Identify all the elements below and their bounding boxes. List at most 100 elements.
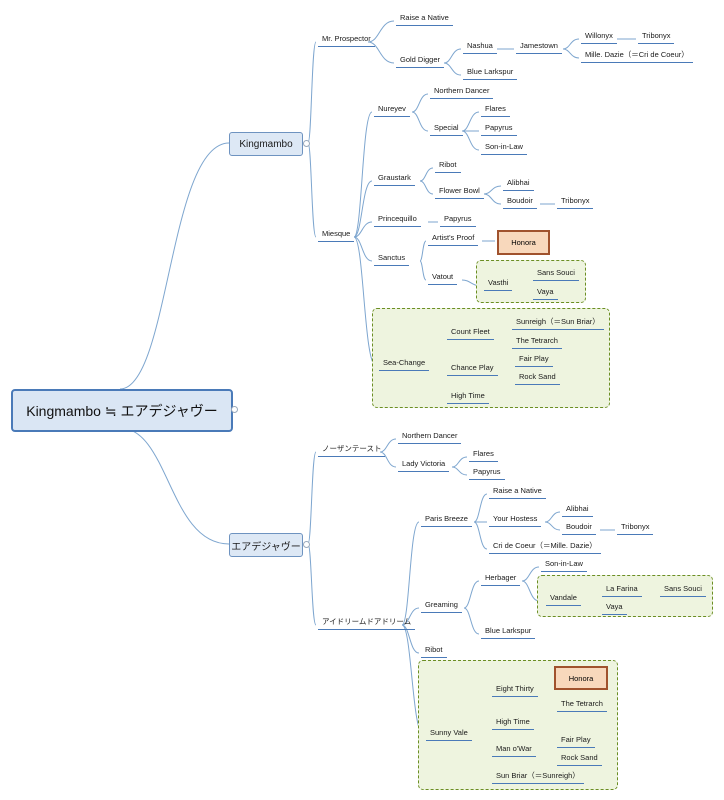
node-boudoir-2[interactable]: Boudoir bbox=[562, 522, 596, 535]
connector-line bbox=[353, 221, 373, 238]
connector-line bbox=[483, 193, 502, 205]
node-alibhai[interactable]: Alibhai bbox=[503, 178, 534, 191]
node-mr-prospector[interactable]: Mr. Prospector bbox=[318, 34, 375, 47]
node-vatout[interactable]: Vatout bbox=[428, 272, 458, 285]
node-jamestown[interactable]: Jamestown bbox=[516, 41, 562, 54]
node-count-fleet[interactable]: Count Fleet bbox=[447, 327, 494, 340]
node-rock-sand-2[interactable]: Rock Sand bbox=[557, 753, 602, 766]
node-princequillo[interactable]: Princequillo bbox=[374, 214, 421, 227]
node-papyrus[interactable]: Papyrus bbox=[481, 123, 517, 136]
node-flares-2[interactable]: Flares bbox=[469, 449, 498, 462]
node-nureyev[interactable]: Nureyev bbox=[374, 104, 410, 117]
connector-line bbox=[367, 20, 395, 43]
node-graustark[interactable]: Graustark bbox=[374, 173, 415, 186]
node-sea-change[interactable]: Sea-Change bbox=[379, 358, 430, 371]
node-vandale[interactable]: Vandale bbox=[546, 593, 581, 606]
node-the-tetrarch[interactable]: The Tetrarch bbox=[512, 336, 562, 349]
node-paris-breeze[interactable]: Paris Breeze bbox=[421, 514, 472, 527]
connector-line bbox=[411, 111, 429, 132]
node-flower-bowl[interactable]: Flower Bowl bbox=[435, 186, 484, 199]
node-fair-play-2[interactable]: Fair Play bbox=[557, 735, 595, 748]
node-tribonyx-3[interactable]: Tribonyx bbox=[617, 522, 654, 535]
node-air-dream[interactable]: アイドリームドアドリーム bbox=[318, 617, 416, 630]
node-lady-victoria[interactable]: Lady Victoria bbox=[398, 459, 450, 472]
node-greaming[interactable]: Greaming bbox=[421, 600, 462, 613]
node-raise-a-native-2[interactable]: Raise a Native bbox=[489, 486, 546, 499]
node-vasthi[interactable]: Vasthi bbox=[484, 278, 513, 291]
node-honora-highlight[interactable]: Honora bbox=[497, 230, 550, 255]
node-papyrus-2[interactable]: Papyrus bbox=[440, 214, 476, 227]
node-boudoir[interactable]: Boudoir bbox=[503, 196, 537, 209]
node-cri-de-coeur[interactable]: Cri de Coeur（＝Mille. Dazie） bbox=[489, 541, 601, 554]
node-your-hostess[interactable]: Your Hostess bbox=[489, 514, 542, 527]
node-chance-play[interactable]: Chance Play bbox=[447, 363, 498, 376]
connector-line bbox=[307, 451, 317, 545]
group-vasthi bbox=[476, 260, 586, 303]
connector-line bbox=[367, 41, 395, 64]
connector-line bbox=[411, 93, 429, 113]
node-eight-thirty[interactable]: Eight Thirty bbox=[492, 684, 538, 697]
node-northern-dancer-2[interactable]: Northern Dancer bbox=[398, 431, 462, 444]
node-willonyx[interactable]: Willonyx bbox=[581, 31, 617, 44]
node-vaya-2[interactable]: Vaya bbox=[602, 602, 627, 615]
node-northern-taste[interactable]: ノーザンテースト bbox=[318, 444, 386, 457]
node-sunny-vale[interactable]: Sunny Vale bbox=[426, 728, 472, 741]
node-northern-dancer[interactable]: Northern Dancer bbox=[430, 86, 494, 99]
connector-line bbox=[353, 180, 373, 238]
node-artists-proof[interactable]: Artist's Proof bbox=[428, 233, 479, 246]
node-son-in-law-2[interactable]: Son-in-Law bbox=[541, 559, 587, 572]
node-flares[interactable]: Flares bbox=[481, 104, 510, 117]
node-miesque[interactable]: Miesque bbox=[318, 229, 355, 242]
node-the-tetrarch-2[interactable]: The Tetrarch bbox=[557, 699, 607, 712]
connector-line bbox=[562, 48, 580, 59]
connector-line bbox=[461, 130, 480, 151]
connector-line bbox=[562, 38, 580, 50]
branch-air-dejavu[interactable]: エアデジャヴー bbox=[229, 533, 303, 557]
node-ribot-2[interactable]: Ribot bbox=[421, 645, 447, 658]
node-nashua[interactable]: Nashua bbox=[463, 41, 497, 54]
node-high-time-2[interactable]: High Time bbox=[492, 717, 534, 730]
node-fair-play[interactable]: Fair Play bbox=[515, 354, 553, 367]
node-tribonyx[interactable]: Tribonyx bbox=[638, 31, 675, 44]
node-alibhai-2[interactable]: Alibhai bbox=[562, 504, 593, 517]
node-man-o-war[interactable]: Man o'War bbox=[492, 744, 536, 757]
node-blue-larkspur-2[interactable]: Blue Larkspur bbox=[481, 626, 536, 639]
node-sun-briar[interactable]: Sun Briar（＝Sunreigh） bbox=[492, 771, 584, 784]
node-ribot[interactable]: Ribot bbox=[435, 160, 461, 173]
connector-line bbox=[379, 451, 397, 468]
node-sans-souci[interactable]: Sans Souci bbox=[533, 268, 579, 281]
collapse-icon[interactable] bbox=[303, 541, 310, 548]
connector-line bbox=[419, 240, 427, 262]
node-rock-sand[interactable]: Rock Sand bbox=[515, 372, 560, 385]
connector-line bbox=[521, 566, 540, 582]
connector-line bbox=[473, 521, 488, 550]
collapse-icon[interactable] bbox=[231, 406, 238, 413]
group-sea-change bbox=[372, 308, 610, 408]
connector-line bbox=[307, 543, 317, 626]
connector-line bbox=[119, 427, 230, 545]
connector-line bbox=[443, 62, 462, 76]
connector-line bbox=[461, 111, 480, 132]
node-la-farina[interactable]: La Farina bbox=[602, 584, 642, 597]
branch-kingmambo[interactable]: Kingmambo bbox=[229, 132, 303, 156]
node-blue-larkspur[interactable]: Blue Larkspur bbox=[463, 67, 518, 80]
node-sans-souci-2[interactable]: Sans Souci bbox=[660, 584, 706, 597]
node-gold-digger[interactable]: Gold Digger bbox=[396, 55, 445, 68]
node-special[interactable]: Special bbox=[430, 123, 463, 136]
node-honora-highlight-2[interactable]: Honora bbox=[554, 666, 608, 690]
node-herbager[interactable]: Herbager bbox=[481, 573, 521, 586]
node-papyrus-3[interactable]: Papyrus bbox=[469, 467, 505, 480]
connector-line bbox=[463, 580, 480, 609]
node-vaya[interactable]: Vaya bbox=[533, 287, 558, 300]
node-sunreigh[interactable]: Sunreigh（＝Sun Briar） bbox=[512, 317, 604, 330]
node-sanctus[interactable]: Sanctus bbox=[374, 253, 410, 266]
node-mlle-dazie[interactable]: Mille. Dazie（＝Cri de Coeur） bbox=[581, 50, 693, 63]
collapse-icon[interactable] bbox=[303, 140, 310, 147]
node-raise-a-native[interactable]: Raise a Native bbox=[396, 13, 453, 26]
node-tribonyx-2[interactable]: Tribonyx bbox=[557, 196, 594, 209]
connector-line bbox=[451, 456, 468, 468]
root-node[interactable]: Kingmambo ≒ エアデジャヴー bbox=[11, 389, 233, 432]
node-son-in-law[interactable]: Son-in-Law bbox=[481, 142, 527, 155]
node-high-time[interactable]: High Time bbox=[447, 391, 489, 404]
